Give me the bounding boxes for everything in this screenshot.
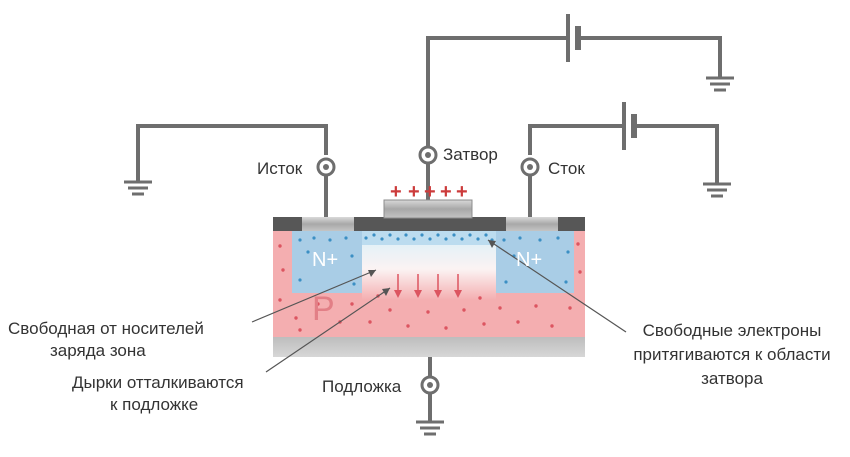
source-ground-icon [124,180,152,196]
electrons [298,233,570,286]
holes-annotation-line-2: к подложке [110,395,198,414]
gate-label: Затвор [443,145,498,164]
n-right-label: N+ [516,249,542,271]
pointer-lines [251,239,627,373]
gate-plus-2: + [408,181,420,203]
field-arrows [394,274,462,298]
terminals [316,145,540,395]
electrons-annotation-line-3: затвора [701,369,763,388]
gate-plus-3: + [424,181,436,203]
drain-wire [528,124,622,155]
source-wire [136,124,328,182]
substrate-label: Подложка [322,377,402,396]
electrons-annotation-line-1: Свободные электроны [643,321,822,340]
drain-battery [622,102,637,150]
depletion-annotation-line-2: заряда зона [50,341,146,360]
gate-battery [566,14,581,62]
holes-annotation-line-1: Дырки отталкиваются [72,373,244,392]
gate-wire [426,36,566,155]
drain-ground-icon [703,182,731,198]
source-label: Исток [257,159,303,178]
electrons-pointer [487,239,627,333]
gate-battery-wire [578,36,722,78]
gate-electrode [383,199,473,219]
depletion-pointer [251,269,377,323]
gate-plus-1: + [390,181,402,203]
n-left-label: N+ [312,249,338,271]
depletion-annotation-line-1: Свободная от носителей [8,319,204,338]
gate-plus-4: + [440,181,452,203]
drain-contact [506,217,558,231]
gate-plus-5: + [456,181,468,203]
p-label: P [312,290,335,328]
depletion-zone [362,244,496,300]
n-region-right [496,231,574,293]
source-contact [302,217,354,231]
n-region-left [292,231,362,293]
electrons-annotation-line-2: притягиваются к области [633,345,830,364]
drain-label: Сток [548,159,585,178]
substrate-contact [273,337,585,357]
drain-battery-wire [634,124,719,184]
substrate-ground-icon [416,420,444,436]
holes-pointer [265,287,391,373]
gate-ground-icon [706,76,734,92]
